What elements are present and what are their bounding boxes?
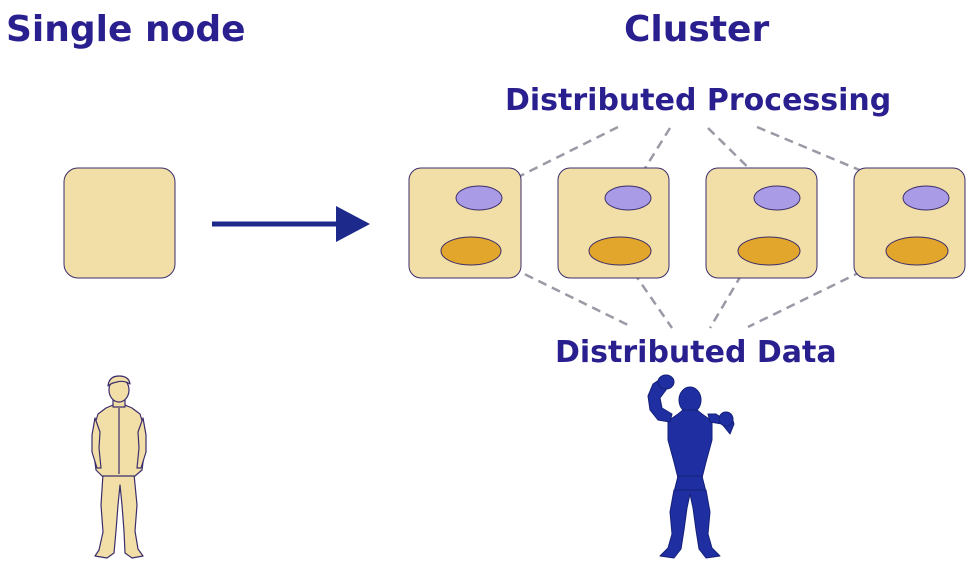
single-node-box <box>63 167 176 279</box>
cluster-node-3 <box>705 167 818 279</box>
cluster-node-1 <box>408 167 522 279</box>
data-line-3 <box>708 261 751 329</box>
data-partition <box>737 236 801 266</box>
data-connector-lines <box>497 256 890 329</box>
scale-out-arrow <box>212 206 370 242</box>
data-line-2 <box>623 259 674 329</box>
strongman-flexing-icon <box>647 374 735 559</box>
cluster-node-2 <box>557 167 670 279</box>
processing-unit <box>902 185 950 211</box>
distributed-data-label: Distributed Data <box>555 335 837 370</box>
processing-line-2 <box>632 127 672 187</box>
person-standing-icon <box>91 375 147 559</box>
distributed-processing-label: Distributed Processing <box>505 83 892 118</box>
processing-unit <box>753 185 801 211</box>
processing-unit <box>604 185 652 211</box>
cluster-title: Cluster <box>624 9 770 50</box>
data-partition <box>588 236 652 266</box>
data-partition <box>885 236 949 266</box>
single-node-title: Single node <box>6 9 246 50</box>
cluster-node-4 <box>853 167 966 279</box>
data-line-4 <box>747 256 890 329</box>
processing-unit <box>455 185 503 211</box>
data-line-1 <box>497 259 633 329</box>
data-partition <box>440 236 502 266</box>
